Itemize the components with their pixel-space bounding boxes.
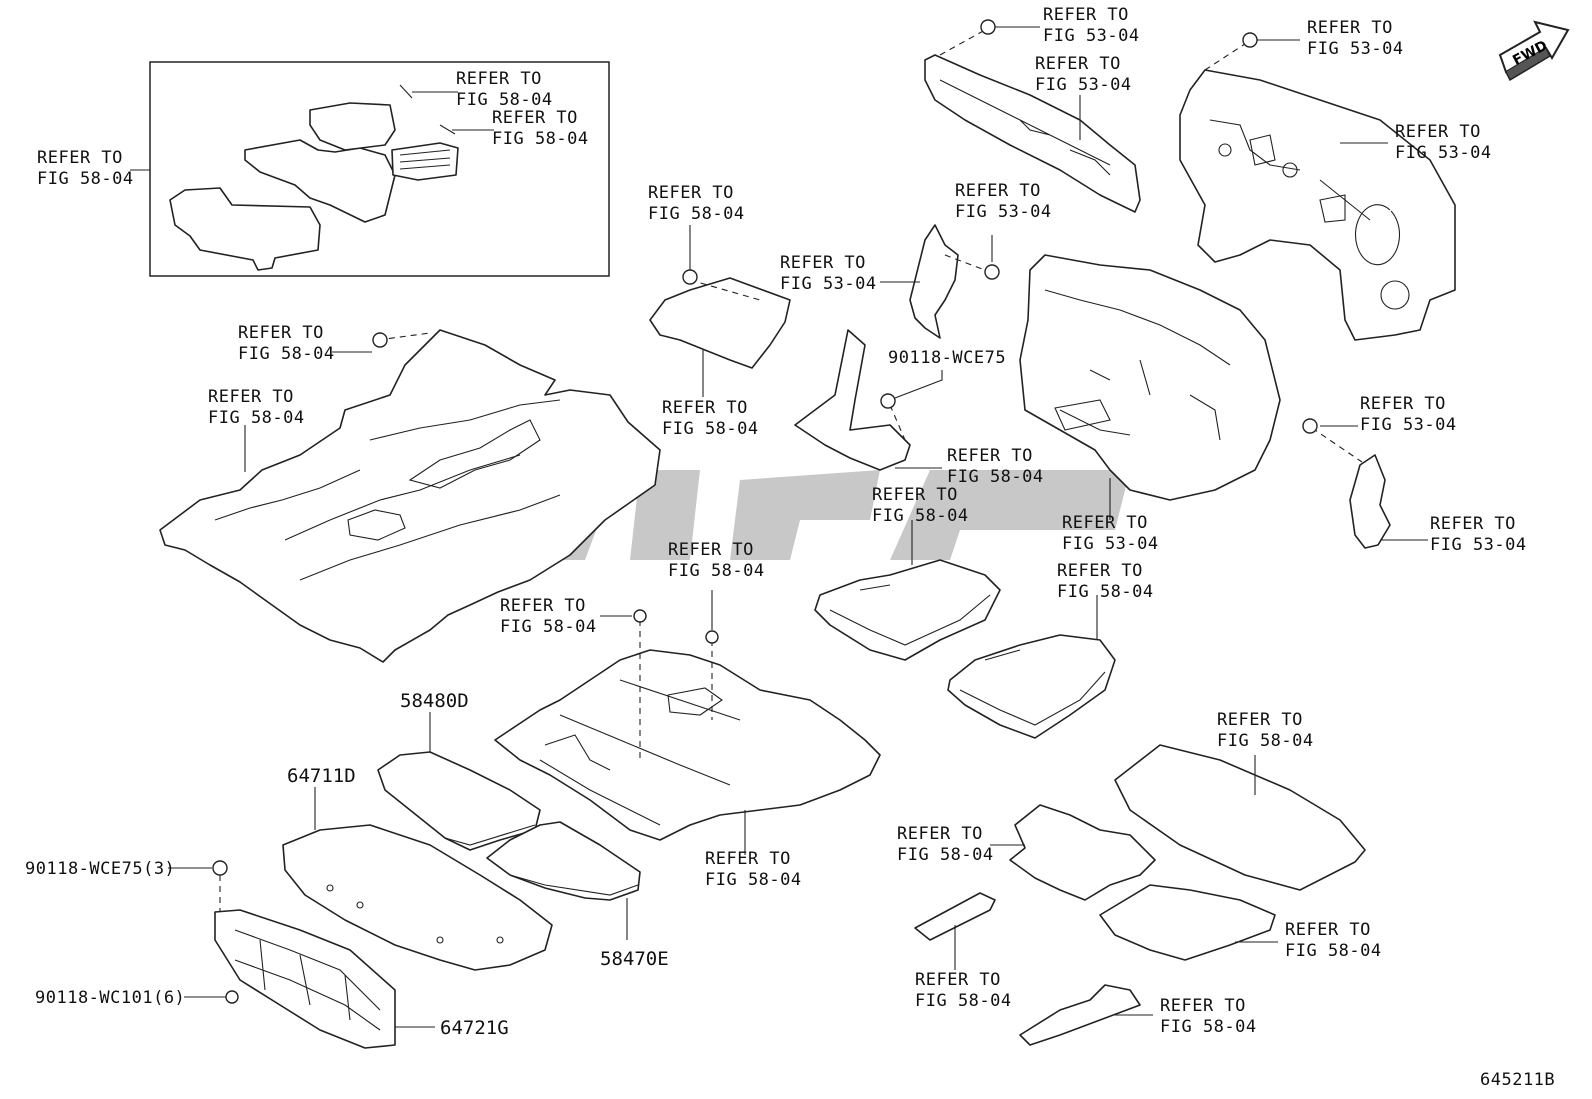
part-58470e-mat	[486, 821, 641, 940]
callout-c04-l1: REFER TO	[1043, 5, 1129, 25]
callout-c22-l2: FIG 58-04	[1217, 731, 1314, 751]
part-number-labels: 90118-WCE75 58480D 64711D 58470E 64721G …	[25, 348, 1555, 1090]
callout-c17-l2: FIG 53-04	[1062, 534, 1159, 554]
callout-c09-l2: FIG 53-04	[955, 202, 1052, 222]
callout-c11-l2: FIG 58-04	[238, 344, 335, 364]
luggage-box-right	[947, 595, 1116, 739]
callout-c08-l2: FIG 58-04	[648, 204, 745, 224]
callout-c14-l1: REFER TO	[947, 446, 1033, 466]
callout-c14-l2: FIG 58-04	[947, 467, 1044, 487]
callout-c07-l1: REFER TO	[1395, 122, 1481, 142]
callout-c24-l2: FIG 58-04	[897, 845, 994, 865]
rear-mat-long	[1114, 744, 1366, 891]
callout-c24-l1: REFER TO	[897, 824, 983, 844]
small-bracket	[880, 224, 1000, 339]
callout-c20-l2: FIG 58-04	[500, 617, 597, 637]
dash-insulator-inner	[1019, 254, 1281, 520]
rear-mat-small	[1099, 884, 1278, 961]
callout-c21-l1: REFER TO	[1057, 561, 1143, 581]
callout-labels: REFER TO FIG 58-04 REFER TO FIG 58-04 RE…	[37, 5, 1527, 1037]
callout-c18-l1: REFER TO	[1430, 514, 1516, 534]
callout-c16-l1: REFER TO	[1360, 394, 1446, 414]
callout-c13-l1: REFER TO	[662, 398, 748, 418]
callout-c15-l1: REFER TO	[872, 485, 958, 505]
dash-insulator-outer	[1179, 32, 1456, 341]
callout-c04-l2: FIG 53-04	[1043, 26, 1140, 46]
callout-c03-l2: FIG 58-04	[37, 169, 134, 189]
callout-c08-l1: REFER TO	[648, 183, 734, 203]
callout-c11-l1: REFER TO	[238, 323, 324, 343]
dash-panel-strip	[924, 19, 1141, 213]
callout-c26-l2: FIG 58-04	[915, 991, 1012, 1011]
callout-c25-l1: REFER TO	[1285, 920, 1371, 940]
callout-c15-l2: FIG 58-04	[872, 506, 969, 526]
callout-c21-l2: FIG 58-04	[1057, 582, 1154, 602]
side-bracket-right	[1302, 418, 1428, 549]
callout-c13-l2: FIG 58-04	[662, 419, 759, 439]
drawing-code: 645211B	[1480, 1070, 1555, 1090]
callout-c26-l1: REFER TO	[915, 970, 1001, 990]
callout-c06-l2: FIG 53-04	[1307, 39, 1404, 59]
callout-c05-l2: FIG 53-04	[1035, 75, 1132, 95]
callout-c06-l1: REFER TO	[1307, 18, 1393, 38]
step-mat-long	[1019, 984, 1153, 1046]
callout-c23-l2: FIG 58-04	[705, 870, 802, 890]
callout-c01-l2: FIG 58-04	[456, 90, 553, 110]
front-mat	[990, 804, 1156, 901]
part-number-64711d: 64711D	[287, 765, 356, 787]
callout-c09-l1: REFER TO	[955, 181, 1041, 201]
callout-c05-l1: REFER TO	[1035, 54, 1121, 74]
floor-undercover	[494, 590, 881, 855]
callout-c19-l1: REFER TO	[668, 540, 754, 560]
part-number-wc101-6: 90118-WC101(6)	[35, 988, 185, 1008]
part-64721g-panel	[168, 860, 435, 1049]
part-number-58470e: 58470E	[600, 948, 669, 970]
fwd-arrow-icon: FWD	[1498, 20, 1570, 82]
callout-c10-l1: REFER TO	[780, 253, 866, 273]
callout-c07-l2: FIG 53-04	[1395, 143, 1492, 163]
luggage-box-left	[814, 520, 1001, 661]
dash-silencer-small	[649, 225, 791, 397]
floor-mat-set-box	[130, 61, 610, 277]
callout-c03-l1: REFER TO	[37, 148, 123, 168]
part-64711d-mat	[282, 787, 553, 971]
part-number-wce75-3: 90118-WCE75(3)	[25, 859, 175, 879]
part-number-wce75: 90118-WCE75	[888, 348, 1006, 368]
bracket-insulator	[794, 329, 943, 471]
callout-c20-l1: REFER TO	[500, 596, 586, 616]
part-number-58480d: 58480D	[400, 690, 469, 712]
part-number-64721g: 64721G	[440, 1017, 509, 1039]
callout-c22-l1: REFER TO	[1217, 710, 1303, 730]
callout-c19-l2: FIG 58-04	[668, 561, 765, 581]
callout-c02-l2: FIG 58-04	[492, 129, 589, 149]
callout-c02-l1: REFER TO	[492, 108, 578, 128]
callout-c27-l2: FIG 58-04	[1160, 1017, 1257, 1037]
floor-carpet	[159, 329, 661, 663]
callout-c16-l2: FIG 53-04	[1360, 415, 1457, 435]
step-mat-small	[914, 892, 996, 970]
callout-c12-l1: REFER TO	[208, 387, 294, 407]
callout-c12-l2: FIG 58-04	[208, 408, 305, 428]
callout-c18-l2: FIG 53-04	[1430, 535, 1527, 555]
callout-c25-l2: FIG 58-04	[1285, 941, 1382, 961]
callout-c27-l1: REFER TO	[1160, 996, 1246, 1016]
callout-c23-l1: REFER TO	[705, 849, 791, 869]
callout-c10-l2: FIG 53-04	[780, 274, 877, 294]
callout-c17-l1: REFER TO	[1062, 513, 1148, 533]
callout-c01-l1: REFER TO	[456, 69, 542, 89]
